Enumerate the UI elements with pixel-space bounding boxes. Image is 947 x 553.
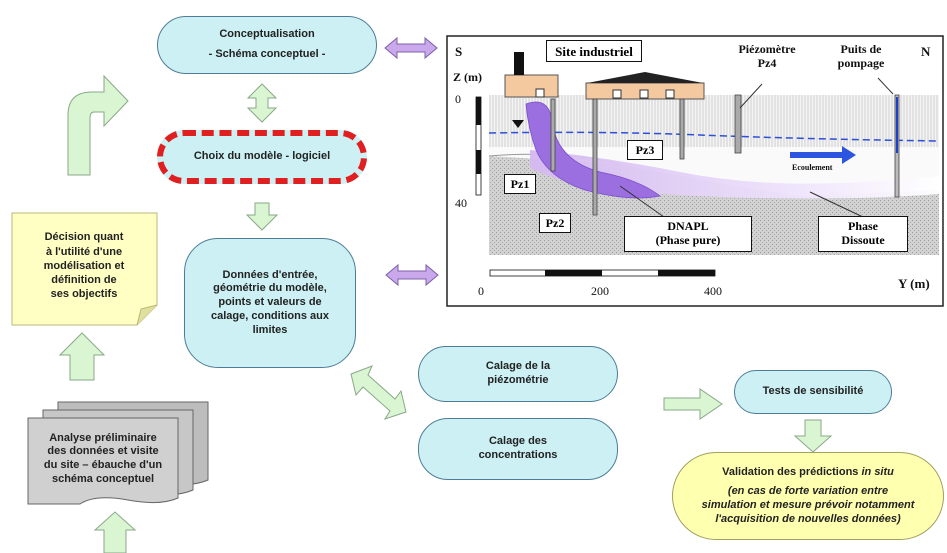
arrow-calage-tests <box>663 388 723 420</box>
analyse-node: Analyse préliminaire des données et visi… <box>28 426 178 492</box>
site-industriel-label: Site industriel <box>546 40 642 62</box>
arrow-analyse-decision <box>58 332 106 381</box>
purple-arrow-top <box>384 36 438 60</box>
diagonal-double-arrow <box>350 365 407 420</box>
calage-piezo-line: piézométrie <box>487 374 549 386</box>
phase-line: Dissoute <box>841 233 885 248</box>
arrow-choix-donnees <box>245 202 279 231</box>
z-tick-40: 40 <box>455 196 467 210</box>
decision-line: à l'utilité d'une <box>45 245 123 258</box>
choix-modele-label: Choix du modèle - logiciel <box>193 150 331 163</box>
x-tick-200: 200 <box>591 284 609 298</box>
calage-concentrations-node: Calage des concentrations <box>418 418 618 480</box>
tests-sensibilite-node: Tests de sensibilité <box>734 370 892 414</box>
phase-dissoute-label: Phase Dissoute <box>818 216 908 252</box>
puits-line: Puits de <box>840 42 882 56</box>
cross-section <box>446 35 944 307</box>
donnees-line: géométrie du modèle, <box>213 282 327 295</box>
donnees-line: points et valeurs de <box>218 296 322 309</box>
dnapl-label: DNAPL (Phase pure) <box>624 216 752 252</box>
analyse-line: schéma conceptuel <box>51 472 155 485</box>
arrow-bottom <box>93 511 137 553</box>
decision-note: Décision quant à l'utilité d'une modélis… <box>14 222 154 310</box>
z-axis-label: Z (m) <box>453 70 482 84</box>
decision-line: modélisation et <box>43 259 125 272</box>
double-arrow-conceptualisation-choix <box>246 83 278 123</box>
piezo-line: Piézomètre <box>738 42 796 56</box>
calage-conc-line: Calage des <box>488 435 548 448</box>
x-tick-400: 400 <box>704 284 722 298</box>
pz3-label: Pz3 <box>627 140 663 160</box>
tests-label: Tests de sensibilité <box>762 385 864 398</box>
analyse-line: Analyse préliminaire <box>49 431 157 444</box>
purple-arrow-mid <box>385 263 439 287</box>
analyse-document-stack <box>27 401 209 505</box>
validation-note-line: simulation et mesure prévoir notamment <box>701 499 915 511</box>
water-table <box>488 131 940 142</box>
south-label: S <box>455 44 463 59</box>
curved-arrow <box>67 74 129 176</box>
pz2-label: Pz2 <box>539 213 571 233</box>
donnees-line: Données d'entrée, <box>222 268 318 281</box>
x-tick-0: 0 <box>478 284 484 298</box>
puits-line: pompage <box>837 56 885 71</box>
analyse-line: du site – ébauche d'un <box>43 459 163 471</box>
choix-modele-node: Choix du modèle - logiciel <box>157 130 367 184</box>
phase-line: Phase <box>848 219 878 233</box>
validation-title-text: Validation des prédictions <box>722 465 862 478</box>
dnapl-line: (Phase pure) <box>655 233 721 248</box>
validation-note-line: (en cas de forte variation entre <box>727 485 889 498</box>
donnees-node: Données d'entrée, géométrie du modèle, p… <box>184 238 356 368</box>
piezo-line: Pz4 <box>757 56 777 71</box>
donnees-line: calage, conditions aux <box>211 309 329 322</box>
ecoulement-label: Ecoulement <box>792 163 833 172</box>
calage-piezo-line: Calage de la <box>485 360 551 373</box>
decision-line: Décision quant <box>44 231 124 244</box>
y-axis-label: Y (m) <box>898 276 930 291</box>
dnapl-line: DNAPL <box>667 219 709 233</box>
validation-title: Validation des prédictions in situ <box>722 466 894 480</box>
z-tick-0: 0 <box>455 92 461 106</box>
conceptualisation-title: Conceptualisation <box>219 28 315 41</box>
conceptualisation-node: Conceptualisation - Schéma conceptuel - <box>157 16 377 74</box>
puits-pompage-label: Puits de pompage <box>830 42 892 71</box>
pz1-label: Pz1 <box>504 174 536 194</box>
donnees-line: limites <box>252 323 288 336</box>
arrow-tests-validation <box>793 419 833 453</box>
piezometre-pz4-label: Piézomètre Pz4 <box>732 42 802 71</box>
conceptualisation-subtitle: - Schéma conceptuel - <box>208 48 326 60</box>
validation-note-line: l'acquisition de nouvelles données) <box>715 512 901 525</box>
decision-line: ses objectifs <box>50 288 118 301</box>
calage-piezometrie-node: Calage de la piézométrie <box>418 346 618 402</box>
decision-line: définition de <box>51 274 117 287</box>
north-label: N <box>921 44 931 59</box>
validation-node: Validation des prédictions in situ (en c… <box>672 452 944 540</box>
calage-conc-line: concentrations <box>478 449 558 461</box>
validation-title-italic: in situ <box>861 465 894 478</box>
ecoulement-arrow <box>790 146 856 164</box>
analyse-line: des données et visite <box>47 445 159 458</box>
